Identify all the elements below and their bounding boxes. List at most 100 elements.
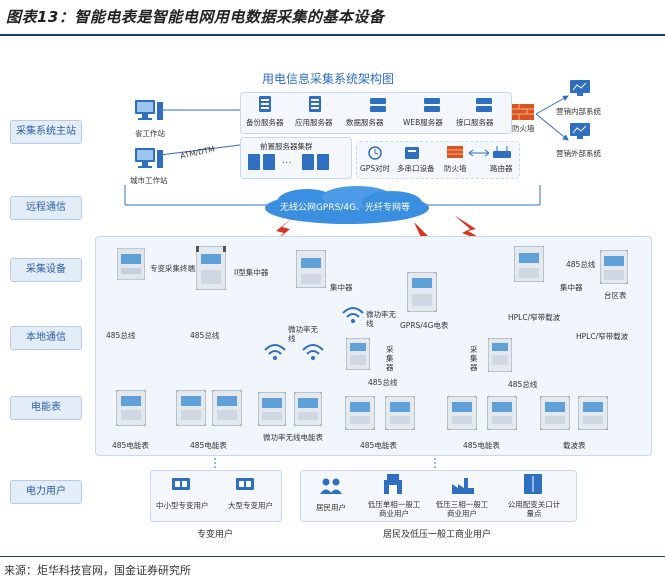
front-device-label: GPS对时	[360, 164, 391, 173]
meter-label: 载波表	[563, 441, 586, 450]
meter-label: 485电能表	[463, 441, 500, 450]
transformer-icon	[236, 478, 254, 490]
electric-meter-icon	[294, 392, 322, 426]
concentrator-ii-label: II型集中器	[234, 268, 269, 277]
transformer-icon	[172, 478, 190, 490]
concentrator-icon	[196, 246, 226, 290]
area-meter-icon	[600, 250, 628, 284]
collector-icon	[346, 338, 370, 370]
micro-wireless-label: 微功率无线	[366, 310, 396, 328]
shop-icon	[384, 474, 402, 494]
lightning-icon	[266, 215, 296, 249]
hplc-label: HPLC/窄带载波	[508, 313, 561, 322]
footer-rule	[0, 556, 665, 557]
meter-label: 微功率无线电能表	[263, 433, 323, 442]
bus-485-c-label: 485总线	[368, 378, 398, 387]
electric-meter-icon	[176, 390, 206, 426]
electric-meter-icon	[212, 390, 242, 426]
computer-icon	[135, 100, 163, 120]
monitor-icon	[570, 80, 590, 96]
figure-title: 图表13：智能电表是智能电网用电数据采集的基本设备	[6, 8, 385, 26]
external-arrows	[535, 95, 569, 141]
firewall-icon	[512, 104, 534, 120]
title-rule	[0, 34, 665, 36]
collector-icon	[488, 338, 512, 372]
residential-user-label: 公用配变关口计量点	[507, 500, 561, 518]
workstation-label-city: 城市工作站	[130, 176, 168, 185]
cloud-icon	[265, 186, 429, 224]
electric-meter-icon	[116, 390, 146, 426]
bus-485-left-label: 485总线	[106, 331, 136, 340]
special-user-caption: 专变用户	[197, 530, 234, 540]
server-icon	[259, 96, 271, 112]
external-system-label: 营销内部系统	[556, 107, 601, 116]
front-cluster-label: 前置服务器集群	[260, 142, 313, 151]
electric-meter-icon	[345, 396, 375, 430]
special-user-label: 大型专变用户	[228, 501, 273, 510]
residential-user-label: 低压单相一般工商业用户	[367, 500, 421, 518]
clock-icon	[368, 146, 382, 160]
concentrator-mid-label: 集中器	[330, 283, 353, 292]
hplc-label: HPLC/窄带载波	[576, 332, 629, 341]
bus-485-mid-label: 485总线	[190, 331, 220, 340]
concentrator-icon	[514, 246, 544, 282]
concentrator-right-label: 集中器	[560, 283, 583, 292]
workstation-label-province: 省工作站	[135, 129, 165, 138]
residential-user-label: 低压三相一般工商业用户	[435, 500, 489, 518]
front-devices-panel	[356, 141, 520, 179]
front-device-label: 防火墙	[444, 164, 467, 173]
cabinet-icon	[524, 474, 542, 494]
double-arrow-icon	[468, 149, 490, 157]
wireless-icon	[302, 344, 324, 360]
concentrator-icon	[296, 250, 326, 288]
row-label-meter: 电能表	[10, 396, 82, 420]
server-icon	[424, 98, 440, 112]
electric-meter-icon	[540, 396, 570, 430]
factory-icon	[452, 478, 474, 494]
meter-terminal-icon	[117, 248, 145, 280]
row-label-local: 本地通信	[10, 326, 82, 350]
external-system-label: 营销外部系统	[556, 149, 601, 158]
arch-title: 用电信息采集系统架构图	[262, 72, 395, 86]
area-meter-label: 台区表	[604, 291, 627, 300]
source-note: 来源：炬华科技官网，国金证券研究所	[4, 564, 191, 577]
gprs-meter-icon	[407, 272, 437, 312]
collector-label: 采集器	[470, 345, 478, 372]
svg-text:···: ···	[282, 158, 292, 169]
front-device-label: 多串口设备	[397, 164, 435, 173]
server-cluster-icon: ···	[248, 154, 329, 170]
server-label: WEB服务器	[403, 118, 443, 127]
row-label-master: 采集系统主站	[10, 120, 82, 144]
lightning-icon	[454, 215, 492, 245]
meter-label: 485电能表	[112, 441, 149, 450]
wireless-icon	[264, 344, 286, 360]
server-label: 接口服务器	[456, 118, 494, 127]
server-icon	[370, 98, 386, 112]
special-terminal-label: 专变采集终端	[150, 264, 195, 273]
wireless-icon	[342, 307, 364, 323]
gprs-meter-label: GPRS/4G电表	[400, 321, 449, 330]
remote-comm-label: 无线公网GPRS/4G、光纤专网等	[279, 203, 411, 213]
computer-icon	[135, 148, 163, 168]
front-device-label: 路由器	[490, 164, 513, 173]
monitor-icon	[570, 123, 590, 139]
server-icon	[309, 96, 321, 112]
server-panel	[240, 92, 512, 134]
server-label: 数据服务器	[346, 118, 384, 127]
meter-label: 485电能表	[190, 441, 227, 450]
people-icon	[320, 478, 342, 494]
router-icon	[493, 146, 511, 158]
electric-meter-icon	[447, 396, 477, 430]
residential-user-caption: 居民及低压一般工商业用户	[383, 530, 492, 540]
electric-meter-icon	[487, 396, 517, 430]
bus-485-top-label: 485总线	[566, 260, 596, 269]
server-label: 备份服务器	[246, 118, 284, 127]
lightning-icon	[414, 222, 436, 262]
electric-meter-icon	[578, 396, 608, 430]
electric-meter-icon	[385, 396, 415, 430]
residential-user-label: 居民用户	[316, 503, 346, 512]
row-label-remote: 远程通信	[10, 196, 82, 220]
row-label-device: 采集设备	[10, 258, 82, 282]
special-user-label: 中小型专变用户	[156, 501, 209, 510]
